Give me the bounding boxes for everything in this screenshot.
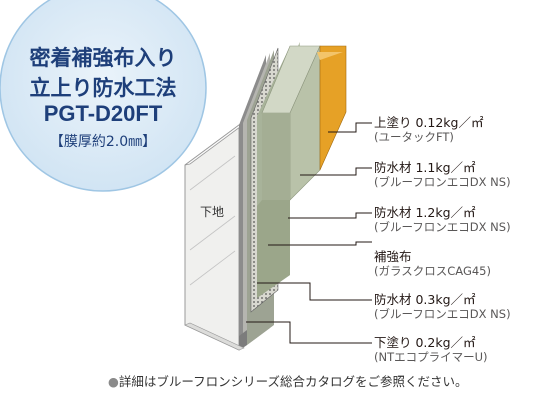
layer-product: (ブルーフロンエコDX NS) bbox=[374, 307, 511, 321]
layer-name: 補強布 bbox=[374, 249, 412, 264]
badge-line4: 【膜厚約2.0㎜】 bbox=[49, 134, 157, 150]
layer-product: (ガラスクロスCAG45) bbox=[374, 264, 491, 278]
layer-name: 下塗り 0.2kg／㎡ bbox=[374, 335, 476, 350]
layer-label-waterproof-3: 防水材 0.3kg／㎡ (ブルーフロンエコDX NS) bbox=[374, 292, 511, 322]
badge-line3: PGT-D20FT bbox=[43, 101, 163, 126]
layer-label-waterproof-2: 防水材 1.2kg／㎡ (ブルーフロンエコDX NS) bbox=[374, 205, 511, 235]
bullet-icon: ● bbox=[108, 374, 119, 389]
layer-name: 防水材 1.2kg／㎡ bbox=[374, 205, 476, 220]
layer-label-primer: 下塗り 0.2kg／㎡ (NTエコプライマーU) bbox=[374, 335, 488, 365]
badge-circle bbox=[0, 0, 207, 192]
layer-product: (NTエコプライマーU) bbox=[374, 350, 488, 364]
footnote-text: 詳細はブルーフロンシリーズ総合カタログをご参照ください。 bbox=[118, 374, 468, 389]
base-label: 下地 bbox=[200, 205, 225, 219]
badge-line2: 立上り防水工法 bbox=[29, 76, 177, 100]
layer-product: (ブルーフロンエコDX NS) bbox=[374, 220, 511, 234]
layer-name: 防水材 0.3kg／㎡ bbox=[374, 292, 476, 307]
layer-label-waterproof-1: 防水材 1.1kg／㎡ (ブルーフロンエコDX NS) bbox=[374, 160, 511, 190]
layer-label-reinforcement: 補強布 (ガラスクロスCAG45) bbox=[374, 249, 491, 279]
badge-line1: 密着補強布入り bbox=[29, 46, 177, 70]
base-wall bbox=[184, 123, 245, 351]
footnote: ●詳細はブルーフロンシリーズ総合カタログをご参照ください。 bbox=[108, 371, 468, 390]
layer-product: (ブルーフロンエコDX NS) bbox=[374, 175, 511, 189]
layer-name: 上塗り 0.12kg／㎡ bbox=[374, 115, 484, 130]
layer-product: (ユータックFT) bbox=[374, 130, 454, 144]
leader-lines bbox=[246, 122, 372, 344]
layer-stack bbox=[239, 42, 347, 350]
layer-label-topcoat: 上塗り 0.12kg／㎡ (ユータックFT) bbox=[374, 115, 483, 145]
layer-name: 防水材 1.1kg／㎡ bbox=[374, 160, 476, 175]
